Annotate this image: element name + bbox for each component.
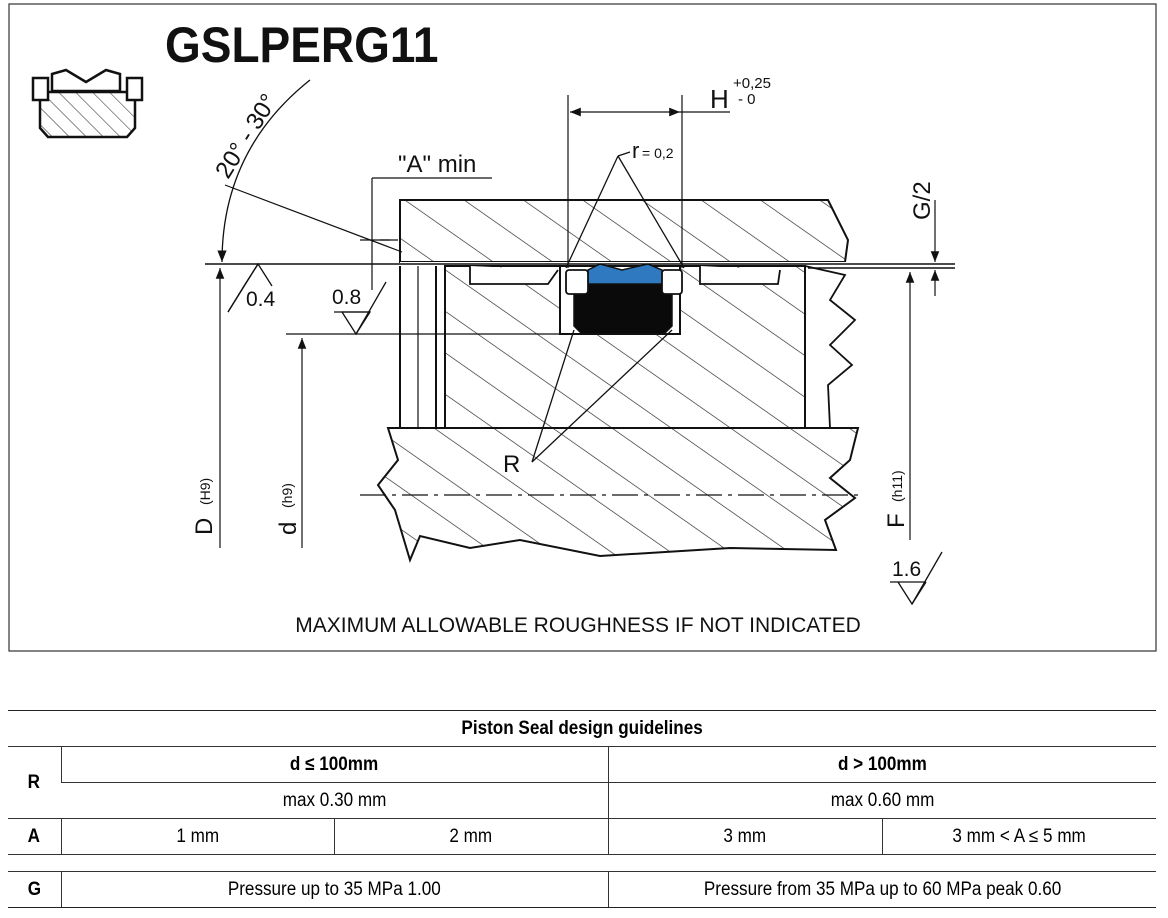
d-bore-tolerance: (H9)	[197, 478, 213, 505]
a-value-cell: 2 mm	[333, 818, 608, 855]
d-bore-dimension: D (H9)	[191, 268, 225, 548]
chamfer-angle: 20° - 30°	[210, 79, 403, 263]
product-title: GSLPERG11	[165, 18, 439, 73]
roughness-value-0-8: 0.8	[332, 286, 361, 309]
drawing-frame	[8, 3, 1157, 652]
a-value-cell: 3 mm	[607, 818, 882, 855]
cylinder-bore	[399, 199, 920, 266]
r-small-callout: r = 0,2	[565, 138, 685, 269]
f-tolerance: (h11)	[889, 470, 905, 502]
d-groove-tolerance: (h9)	[279, 483, 295, 508]
f-dimension: F (h11)	[883, 272, 915, 540]
a-min-dimension: "A" min	[360, 151, 492, 290]
roughness-note: MAXIMUM ALLOWABLE ROUGHNESS IF NOT INDIC…	[295, 614, 861, 637]
row-header-a: A	[8, 818, 61, 855]
piston-seal	[565, 263, 683, 335]
seal-groove-drawing: GSLPERG11	[8, 3, 1157, 652]
d-groove-dimension: d (h9)	[275, 333, 562, 548]
piston-rod	[360, 427, 862, 563]
roughness-value-0-4: 0.4	[246, 288, 276, 311]
h-tolerance-lower: - 0	[738, 91, 756, 108]
r-value-large: max 0.60 mm	[607, 782, 1157, 819]
roughness-symbol-1-6: 1.6	[890, 551, 943, 606]
design-guidelines-table: Piston Seal design guidelines R d ≤ 100m…	[8, 710, 1157, 908]
seal-profile-icon	[31, 68, 144, 139]
d-bore-label: D	[191, 518, 218, 535]
r-small-label: r	[632, 138, 639, 163]
g-value-small: Pressure up to 35 MPa 1.00	[60, 871, 608, 908]
roughness-symbol-0-4: 0.4	[227, 262, 276, 313]
r-radius-label: R	[503, 451, 520, 478]
h-label: H	[710, 84, 729, 114]
r-value-small: max 0.30 mm	[61, 782, 608, 819]
angle-label: 20° - 30°	[210, 89, 283, 183]
col-header-large-d: d > 100mm	[607, 746, 1157, 783]
a-min-label: "A" min	[398, 151, 476, 178]
d-groove-label: d	[275, 522, 302, 535]
g-half-label: G/2	[909, 181, 936, 220]
table-caption: Piston Seal design guidelines	[8, 710, 1157, 747]
r-small-value: = 0,2	[642, 145, 674, 161]
col-header-small-d: d ≤ 100mm	[60, 746, 608, 783]
row-header-g: G	[8, 871, 61, 908]
row-header-r: R	[8, 746, 61, 819]
table-spacer	[8, 854, 1157, 872]
g-value-large: Pressure from 35 MPa up to 60 MPa peak 0…	[607, 871, 1157, 908]
a-value-cell: 1 mm	[60, 818, 334, 855]
g-half-dimension: G/2	[909, 181, 940, 296]
a-value-cell: 3 mm < A ≤ 5 mm	[881, 818, 1157, 855]
h-tolerance-upper: +0,25	[733, 75, 771, 92]
roughness-symbol-0-8: 0.8	[332, 281, 387, 336]
r-radius-callout: R	[503, 329, 673, 478]
roughness-value-1-6: 1.6	[892, 558, 921, 581]
f-label: F	[883, 513, 910, 528]
h-dimension: H +0,25 - 0	[567, 75, 771, 268]
